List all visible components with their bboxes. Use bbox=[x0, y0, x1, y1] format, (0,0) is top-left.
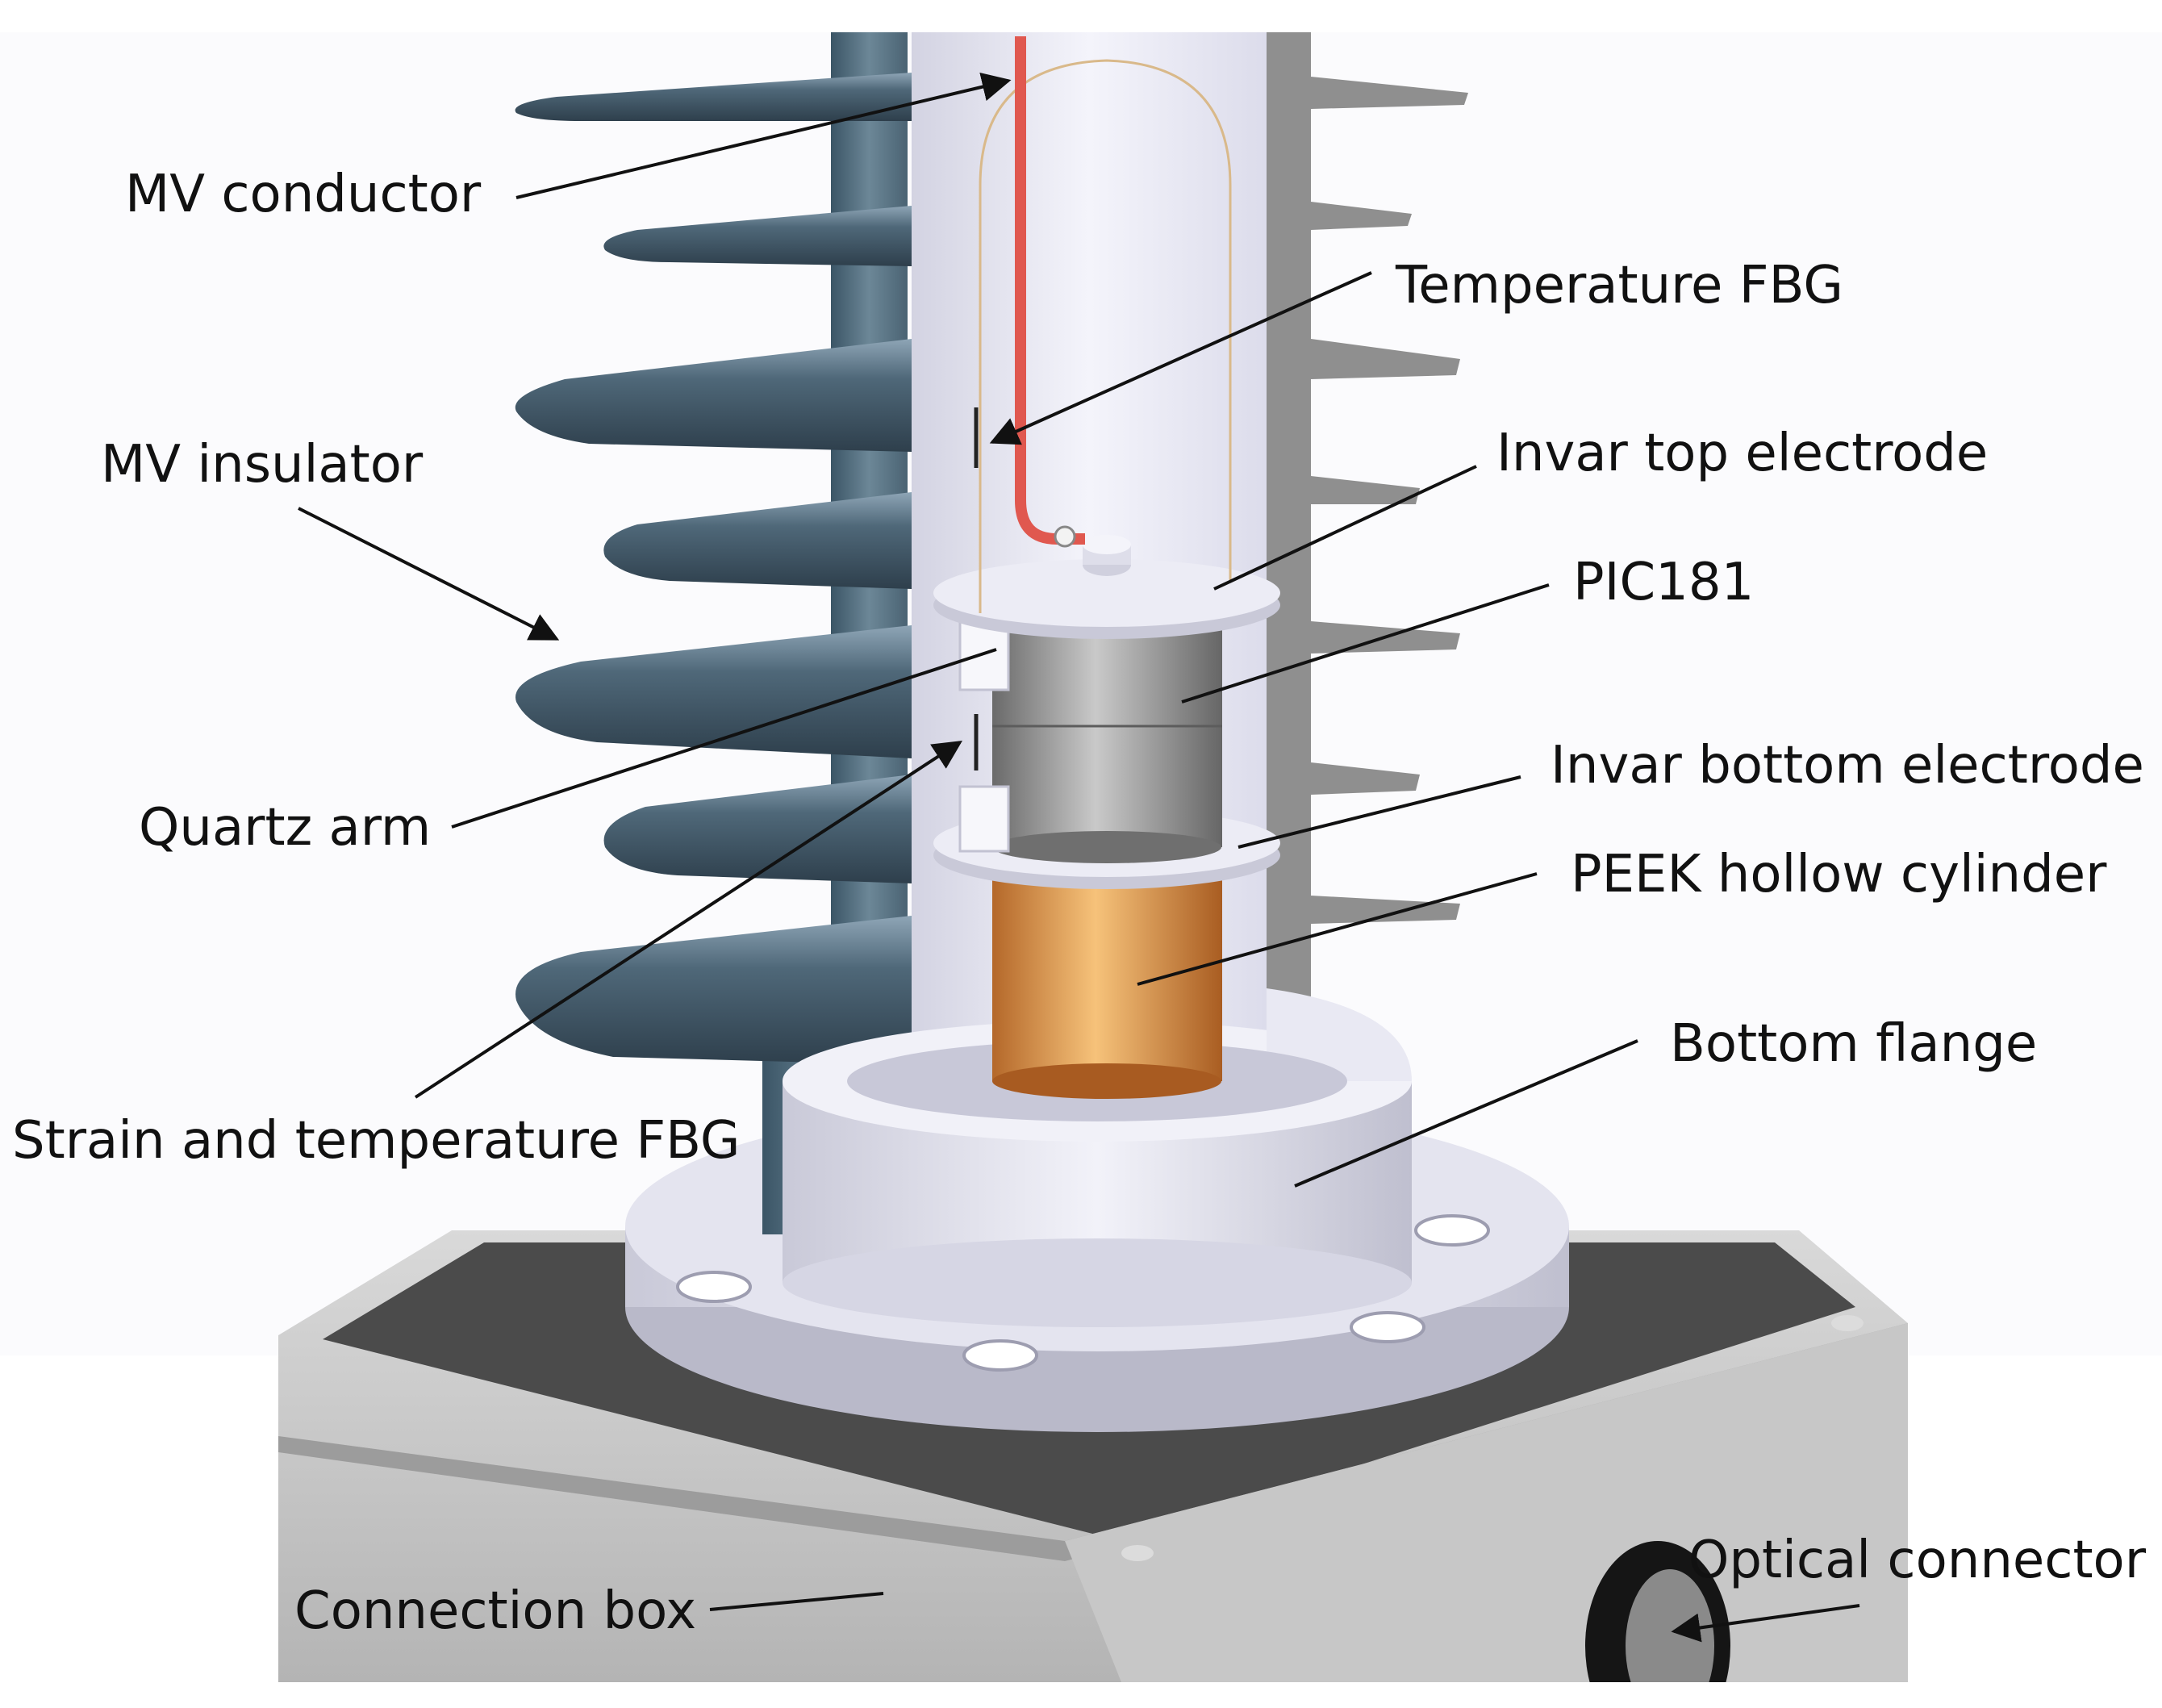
label-quartz-arm: Quartz arm bbox=[139, 798, 431, 858]
label-mv-conductor: MV conductor bbox=[125, 165, 482, 224]
leader-mv-insulator bbox=[298, 507, 560, 641]
leader-peek-hollow-cylinder bbox=[1137, 872, 1538, 986]
peek-hollow-cylinder bbox=[992, 867, 1222, 1099]
screw-icon bbox=[1831, 1315, 1864, 1331]
screw-icon bbox=[1121, 1545, 1154, 1561]
pic181-stack bbox=[992, 621, 1222, 863]
invar-top-electrode bbox=[933, 535, 1280, 639]
label-strain-and-temperature-fbg: Strain and temperature FBG bbox=[12, 1111, 741, 1171]
optical-fibre bbox=[979, 59, 1232, 613]
conductor-lug-icon bbox=[1054, 525, 1076, 548]
label-peek-hollow-cylinder: PEEK hollow cylinder bbox=[1571, 845, 2107, 904]
leader-quartz-arm bbox=[451, 648, 997, 829]
bolt-hole-icon bbox=[962, 1339, 1038, 1372]
leader-optical-connector bbox=[1671, 1604, 1860, 1643]
leader-mv-conductor bbox=[515, 72, 1012, 199]
callout-labels: MV conductor Temperature FBG MV insulato… bbox=[12, 165, 2147, 1641]
label-mv-insulator: MV insulator bbox=[101, 435, 424, 495]
label-optical-connector: Optical connector bbox=[1688, 1531, 2147, 1590]
bolt-hole-icon bbox=[1414, 1214, 1490, 1247]
label-invar-top-electrode: Invar top electrode bbox=[1496, 424, 1988, 483]
label-invar-bottom-electrode: Invar bottom electrode bbox=[1551, 736, 2144, 796]
leader-strain-and-temperature-fbg bbox=[414, 741, 963, 1099]
leader-invar-top-electrode bbox=[1213, 465, 1477, 591]
bolt-hole-icon bbox=[676, 1271, 752, 1303]
leader-lines bbox=[298, 72, 1860, 1643]
leader-pic181 bbox=[1181, 583, 1550, 704]
label-pic181: PIC181 bbox=[1573, 553, 1754, 612]
bolt-hole-icon bbox=[1350, 1311, 1425, 1343]
leader-connection-box bbox=[709, 1592, 884, 1611]
leader-bottom-flange bbox=[1294, 1039, 1638, 1188]
label-bottom-flange: Bottom flange bbox=[1670, 1014, 2037, 1074]
label-temperature-fbg: Temperature FBG bbox=[1395, 256, 1843, 315]
mv-insulator-left-sheds bbox=[515, 32, 912, 1234]
label-connection-box: Connection box bbox=[294, 1581, 696, 1641]
mv-insulator-right-sheds bbox=[1267, 32, 1468, 1041]
leader-invar-bottom-electrode bbox=[1238, 775, 1521, 849]
leader-temperature-fbg bbox=[989, 271, 1372, 445]
